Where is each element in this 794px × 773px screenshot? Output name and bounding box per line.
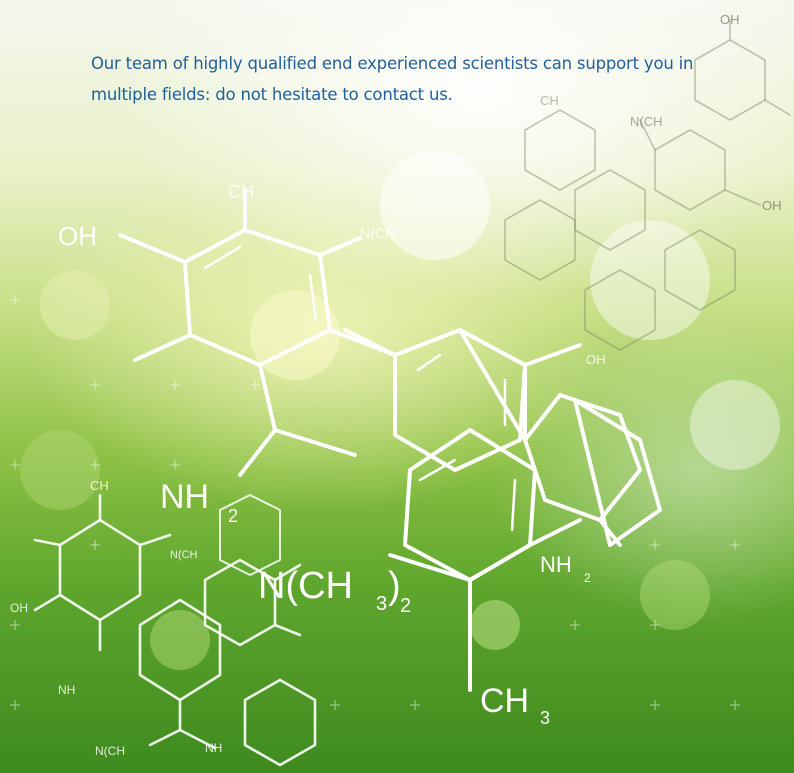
label-nh2-right-sub: 2 [584,571,591,585]
label-ch3-top: CH [228,182,254,202]
label-oh-top-right: OH [720,12,740,27]
label-nch3-small-bottom: N(CH [95,744,125,758]
label-ch3-bottom-sub: 3 [540,708,550,728]
label-nh2-bottom: NH [205,741,222,755]
label-nch3-faint: N(CH [630,114,663,129]
label-oh-mid: OH [586,352,606,367]
label-nch3-big-sub2: 2 [400,595,411,617]
label-ch3-bottom: CH [480,682,529,720]
label-nh2-small: NH [58,683,75,697]
molecule-labels: OH OH N(CH CH OH CH N(CH OH NH 2 N(CH 3 … [10,12,782,758]
label-nch3-big: N(CH [258,565,353,607]
intro-text: Our team of highly qualified end experie… [91,54,694,104]
label-nh2-right: NH [540,552,572,577]
label-nch3-big-sub: 3 [376,593,387,615]
main-molecule-double-bonds [203,245,517,532]
label-ch-faint: CH [540,93,559,108]
main-molecule-bonds [118,188,662,692]
bottom-left-molecule-bonds [33,493,317,767]
faint-molecule-top-right [504,19,791,351]
label-ch-left: CH [90,478,109,493]
label-nch3-top: N(CH [360,225,395,241]
label-oh-bottom: OH [10,601,28,615]
sparkles [10,295,740,710]
label-nh2-big-sub: 2 [228,506,238,526]
label-oh-right: OH [762,198,782,213]
label-nch3-small-left: N(CH [170,549,198,561]
label-nch3-big-close: ) [388,565,401,607]
label-nh2-big: NH [160,478,209,516]
label-oh-left: OH [58,221,97,251]
center-ring-bonds [219,494,281,576]
